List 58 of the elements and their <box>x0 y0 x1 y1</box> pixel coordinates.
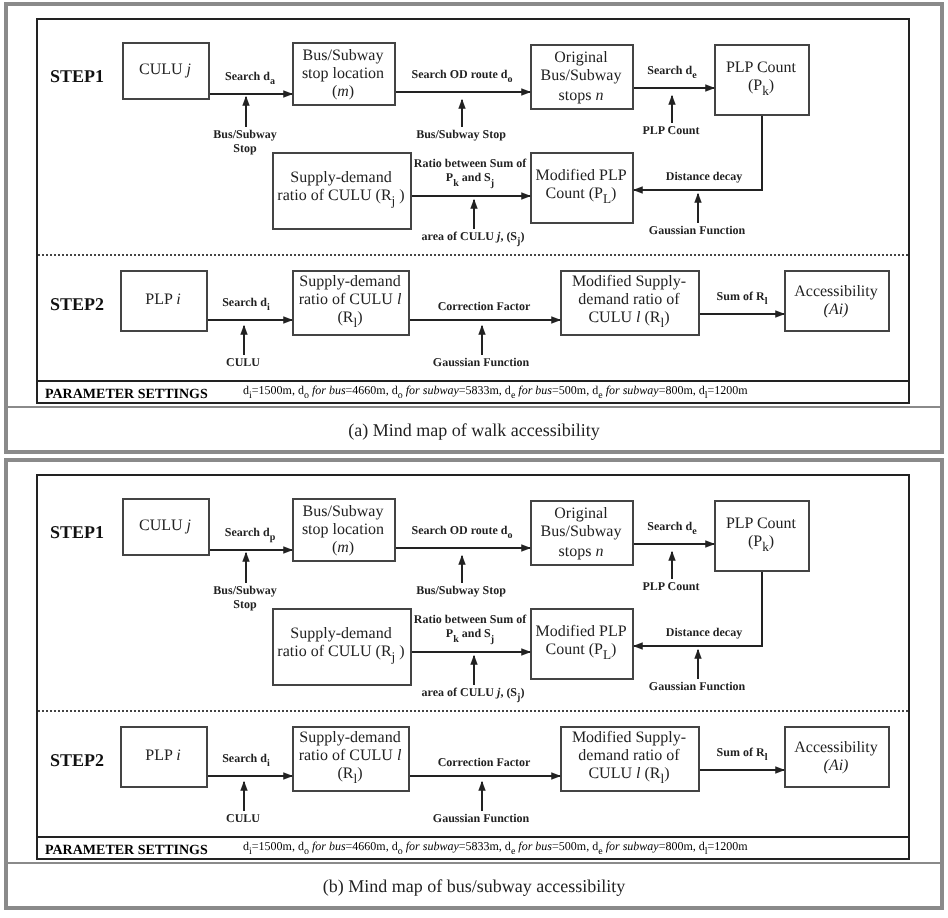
process-box: Modified Supply-demand ratio of CULU l (R$_{l}$) <box>559 269 699 335</box>
process-box: Original Bus/Subway stops n <box>529 499 633 565</box>
arrow <box>411 192 532 200</box>
step-heading: STEP1 <box>50 66 105 86</box>
process-box: Supply-demand ratio of CULU l (R$_{l}$) <box>291 269 409 335</box>
arrow <box>209 546 294 554</box>
process-box: CULU j <box>121 497 209 555</box>
process-box: Supply-demand ratio of CULU (R$_{j}$ ) <box>271 607 411 685</box>
arrow <box>699 766 786 774</box>
parameter-row <box>35 379 909 403</box>
arrow <box>395 544 532 552</box>
input-arrow <box>458 98 466 128</box>
arrow <box>409 772 562 780</box>
parameter-row <box>35 835 909 859</box>
arrow <box>207 316 294 324</box>
arrow <box>633 84 716 92</box>
process-box: Bus/Subway stop location (m) <box>291 41 395 105</box>
input-arrow <box>668 94 676 124</box>
arrow <box>632 571 763 650</box>
arrow <box>632 115 763 194</box>
arrow <box>409 316 562 324</box>
arrow <box>395 88 532 96</box>
arrow <box>699 310 786 318</box>
input-arrow <box>478 324 486 356</box>
input-arrow <box>240 780 248 812</box>
process-box: PLP i <box>119 269 207 331</box>
input-arrow <box>470 198 478 230</box>
input-arrow <box>694 648 702 680</box>
process-box: Modified PLP Count (P$_{L}$) <box>529 151 633 223</box>
process-box: Modified Supply-demand ratio of CULU l (R$_{l}$) <box>559 725 699 791</box>
figure-caption: (b) Mind map of bus/subway accessibility <box>320 876 628 896</box>
process-box: Accessibility (Ai) <box>783 725 889 787</box>
input-arrow <box>694 192 702 224</box>
process-box: Supply-demand ratio of CULU l (R$_{l}$) <box>291 725 409 791</box>
process-box: PLP i <box>119 725 207 787</box>
process-box: Modified PLP Count (P$_{L}$) <box>529 607 633 679</box>
process-box: PLP Count (P$_{k}$) <box>713 43 809 115</box>
process-box: PLP Count (P$_{k}$) <box>713 499 809 571</box>
arrow <box>209 90 294 98</box>
process-box: Original Bus/Subway stops n <box>529 43 633 109</box>
input-arrow <box>458 554 466 584</box>
process-box: CULU j <box>121 41 209 99</box>
input-arrow <box>470 654 478 686</box>
input-arrow <box>242 551 250 584</box>
input-arrow <box>240 324 248 356</box>
arrow <box>207 772 294 780</box>
input-arrow <box>478 780 486 812</box>
input-arrow <box>242 95 250 128</box>
process-box: Supply-demand ratio of CULU (R$_{j}$ ) <box>271 151 411 229</box>
process-box: Accessibility (Ai) <box>783 269 889 331</box>
step-heading: STEP1 <box>50 522 105 542</box>
step-heading: STEP2 <box>50 750 105 770</box>
input-arrow <box>668 550 676 580</box>
arrow <box>633 540 716 548</box>
figure-caption: (a) Mind map of walk accessibility <box>346 420 602 440</box>
step-heading: STEP2 <box>50 294 105 314</box>
process-box: Bus/Subway stop location (m) <box>291 497 395 561</box>
arrow <box>411 648 532 656</box>
